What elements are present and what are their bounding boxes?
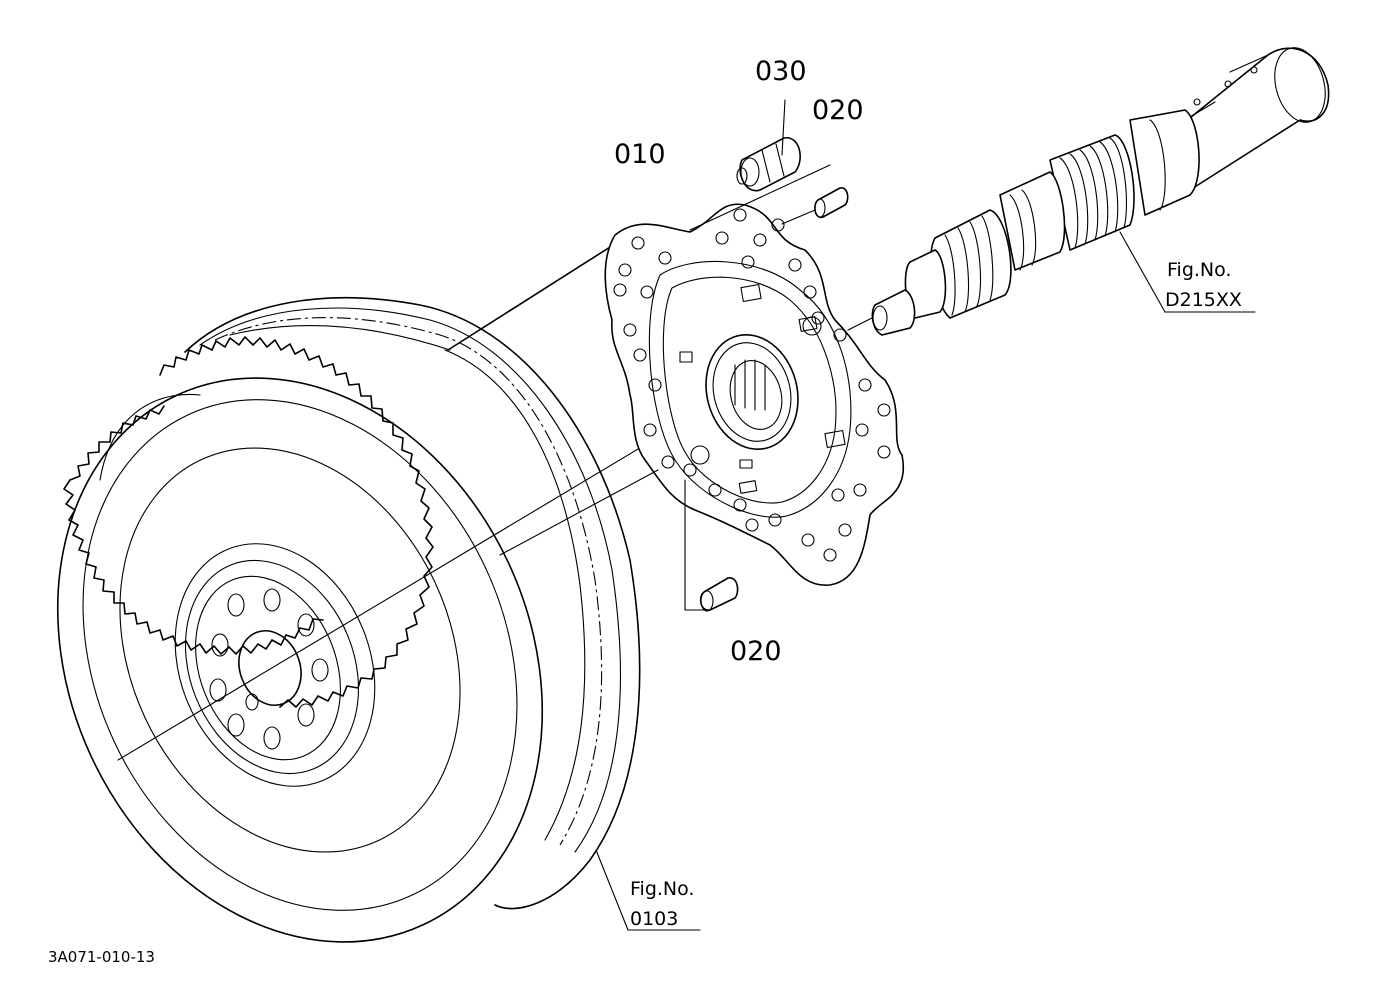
fig-ref-flywheel-label: Fig.No. [630,878,694,900]
fig-ref-shaft-number: D215XX [1165,289,1242,311]
flywheel-leader [595,849,629,931]
callout-030: 030 [755,56,807,87]
fig-ref-shaft-label: Fig.No. [1167,259,1231,281]
callout-010: 010 [614,139,666,170]
callout-020-top: 020 [812,95,864,126]
input-shaft [847,47,1330,336]
fig-ref-flywheel-number: 0103 [630,908,678,930]
pin-part-020-bottom [699,577,739,612]
callout-020-bottom: 020 [730,636,782,667]
pin-part-020-top [781,187,849,225]
clutch-disc-part-010 [499,164,905,611]
flywheel [56,227,721,943]
drawing-code: 3A071-010-13 [48,948,155,966]
plug-part-030 [736,99,801,192]
